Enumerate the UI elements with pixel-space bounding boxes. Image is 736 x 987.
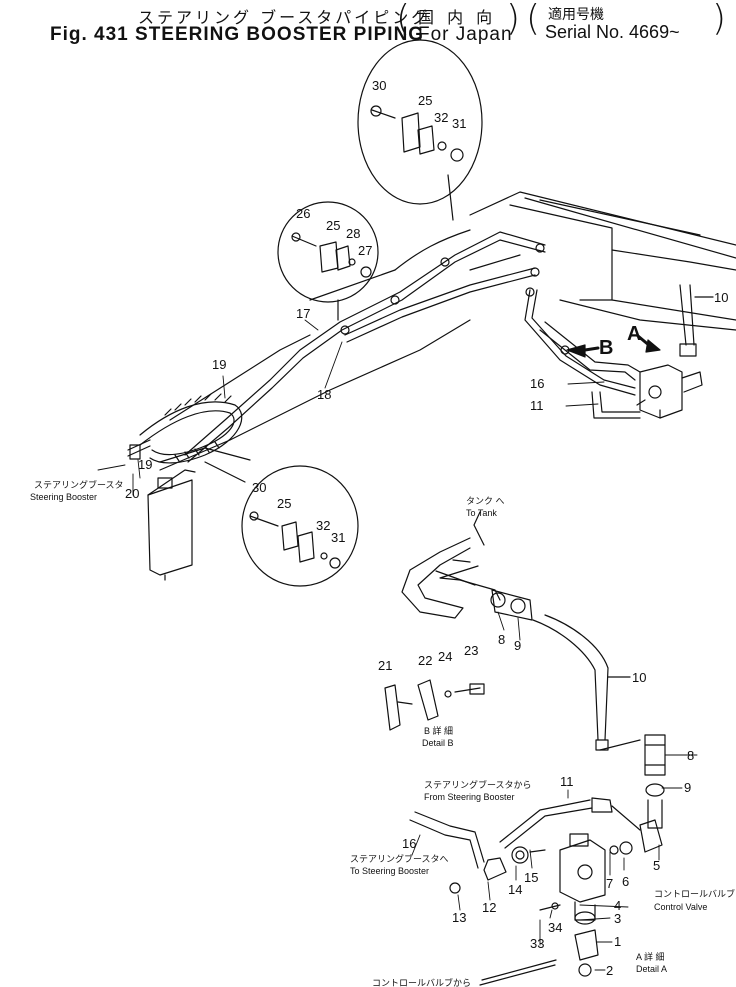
to-booster-label-jp: ステアリングブースタへ xyxy=(350,853,449,864)
region-open-paren: ( xyxy=(396,0,411,39)
control-valve-lower xyxy=(449,833,633,921)
callout-28: 28 xyxy=(346,226,360,241)
callout-21: 21 xyxy=(378,658,392,673)
from-booster-label-jp: ステアリングブースタから xyxy=(424,779,532,790)
serial-japanese: 適用号機 xyxy=(548,7,604,23)
view-arrows xyxy=(566,334,661,358)
machine-frame xyxy=(159,191,736,471)
title-japanese: ステアリング ブースタパイピング xyxy=(138,8,431,27)
callout-31-top: 31 xyxy=(452,116,466,131)
callout-11-top: 11 xyxy=(530,398,544,413)
callout-34: 34 xyxy=(548,920,562,935)
callout-33: 33 xyxy=(530,936,544,951)
callout-25-top: 25 xyxy=(418,93,432,108)
hose-10-upper xyxy=(679,284,714,357)
callout-25-bottom: 25 xyxy=(277,496,291,511)
control-valve-upper xyxy=(636,364,703,419)
region-english: For Japan xyxy=(418,24,513,45)
clamp-detail-middle xyxy=(277,201,379,321)
hose-10-lower xyxy=(532,614,641,751)
to-booster-label-en: To Steering Booster xyxy=(350,866,429,876)
steering-booster-label-jp: ステアリングブースタ xyxy=(34,479,124,490)
callout-30-top: 30 xyxy=(372,78,386,93)
from-booster-label-en: From Steering Booster xyxy=(424,792,515,802)
annotation-labels: ステアリングブースタ Steering Booster タンク へ To Tan… xyxy=(30,479,735,987)
arrow-label-a: A xyxy=(627,323,641,345)
steering-booster-label-en: Steering Booster xyxy=(30,492,97,502)
title-english: Fig. 431 STEERING BOOSTER PIPING xyxy=(50,24,425,45)
callout-8-bottom: 8 xyxy=(687,748,694,763)
clamp-detail-top xyxy=(357,39,483,221)
callout-31-bottom: 31 xyxy=(331,530,345,545)
hose-19 xyxy=(127,393,251,464)
callout-5: 5 xyxy=(653,858,660,873)
leader-lines xyxy=(97,319,698,971)
callout-2: 2 xyxy=(606,963,613,978)
callout-30-bottom: 30 xyxy=(252,480,266,495)
arrow-label-b: B xyxy=(599,337,613,359)
control-valve-label-en: Control Valve xyxy=(654,902,707,912)
clamp-detail-bottom xyxy=(204,461,359,587)
callout-4: 4 xyxy=(614,898,621,913)
part-numbers: 30 25 32 31 26 25 28 27 17 18 19 19 20 1… xyxy=(125,78,728,978)
region-close-paren: ) xyxy=(506,0,521,39)
callout-6: 6 xyxy=(622,874,629,889)
callout-12: 12 xyxy=(482,900,496,915)
callout-13: 13 xyxy=(452,910,466,925)
region-japanese: 国 内 向 xyxy=(418,8,497,27)
callout-20: 20 xyxy=(125,486,139,501)
serial-english: Serial No. 4669~ xyxy=(545,22,680,42)
callout-27: 27 xyxy=(358,243,372,258)
detail-b xyxy=(384,679,485,731)
callout-14: 14 xyxy=(508,882,522,897)
lower-pipes xyxy=(409,797,663,869)
serial-open-paren: ( xyxy=(526,0,541,39)
fitting-8-9 xyxy=(644,734,666,829)
to-tank-label-en: To Tank xyxy=(466,508,497,518)
callout-10-top: 10 xyxy=(714,290,728,305)
tank-return-pipe xyxy=(401,511,533,621)
callout-1: 1 xyxy=(614,934,621,949)
callout-18: 18 xyxy=(317,387,331,402)
detail-b-label-en: Detail B xyxy=(422,738,454,748)
callout-26: 26 xyxy=(296,206,310,221)
main-pipes xyxy=(184,231,641,463)
callout-7: 7 xyxy=(606,876,613,891)
detail-a-label-jp: A 詳 細 xyxy=(636,951,665,962)
callout-24: 24 xyxy=(438,649,452,664)
callout-22: 22 xyxy=(418,653,432,668)
callout-9-top: 9 xyxy=(514,638,521,653)
callout-8-top: 8 xyxy=(498,632,505,647)
detail-a-label-en: Detail A xyxy=(636,964,667,974)
to-tank-label-jp: タンク へ xyxy=(466,496,505,506)
serial-close-paren: ) xyxy=(712,0,727,39)
callout-10-bottom: 10 xyxy=(632,670,646,685)
callout-19-top: 19 xyxy=(212,357,226,372)
callout-3: 3 xyxy=(614,911,621,926)
steering-booster-block xyxy=(147,469,196,581)
detail-a xyxy=(479,911,599,986)
callout-11-bottom: 11 xyxy=(560,774,574,789)
callout-32-bottom: 32 xyxy=(316,518,330,533)
callout-25-middle: 25 xyxy=(326,218,340,233)
callout-23: 23 xyxy=(464,643,478,658)
callout-16-bottom: 16 xyxy=(402,836,416,851)
callout-15: 15 xyxy=(524,870,538,885)
control-valve-label-jp: コントロールバルブ xyxy=(654,888,735,899)
callout-17: 17 xyxy=(296,306,310,321)
bottom-label-jp: コントロールバルブから xyxy=(372,977,471,987)
detail-b-label-jp: B 詳 細 xyxy=(424,725,453,736)
callout-16-top: 16 xyxy=(530,376,544,391)
callout-32-top: 32 xyxy=(434,110,448,125)
callout-19-bottom: 19 xyxy=(138,457,152,472)
callout-9-bottom: 9 xyxy=(684,780,691,795)
